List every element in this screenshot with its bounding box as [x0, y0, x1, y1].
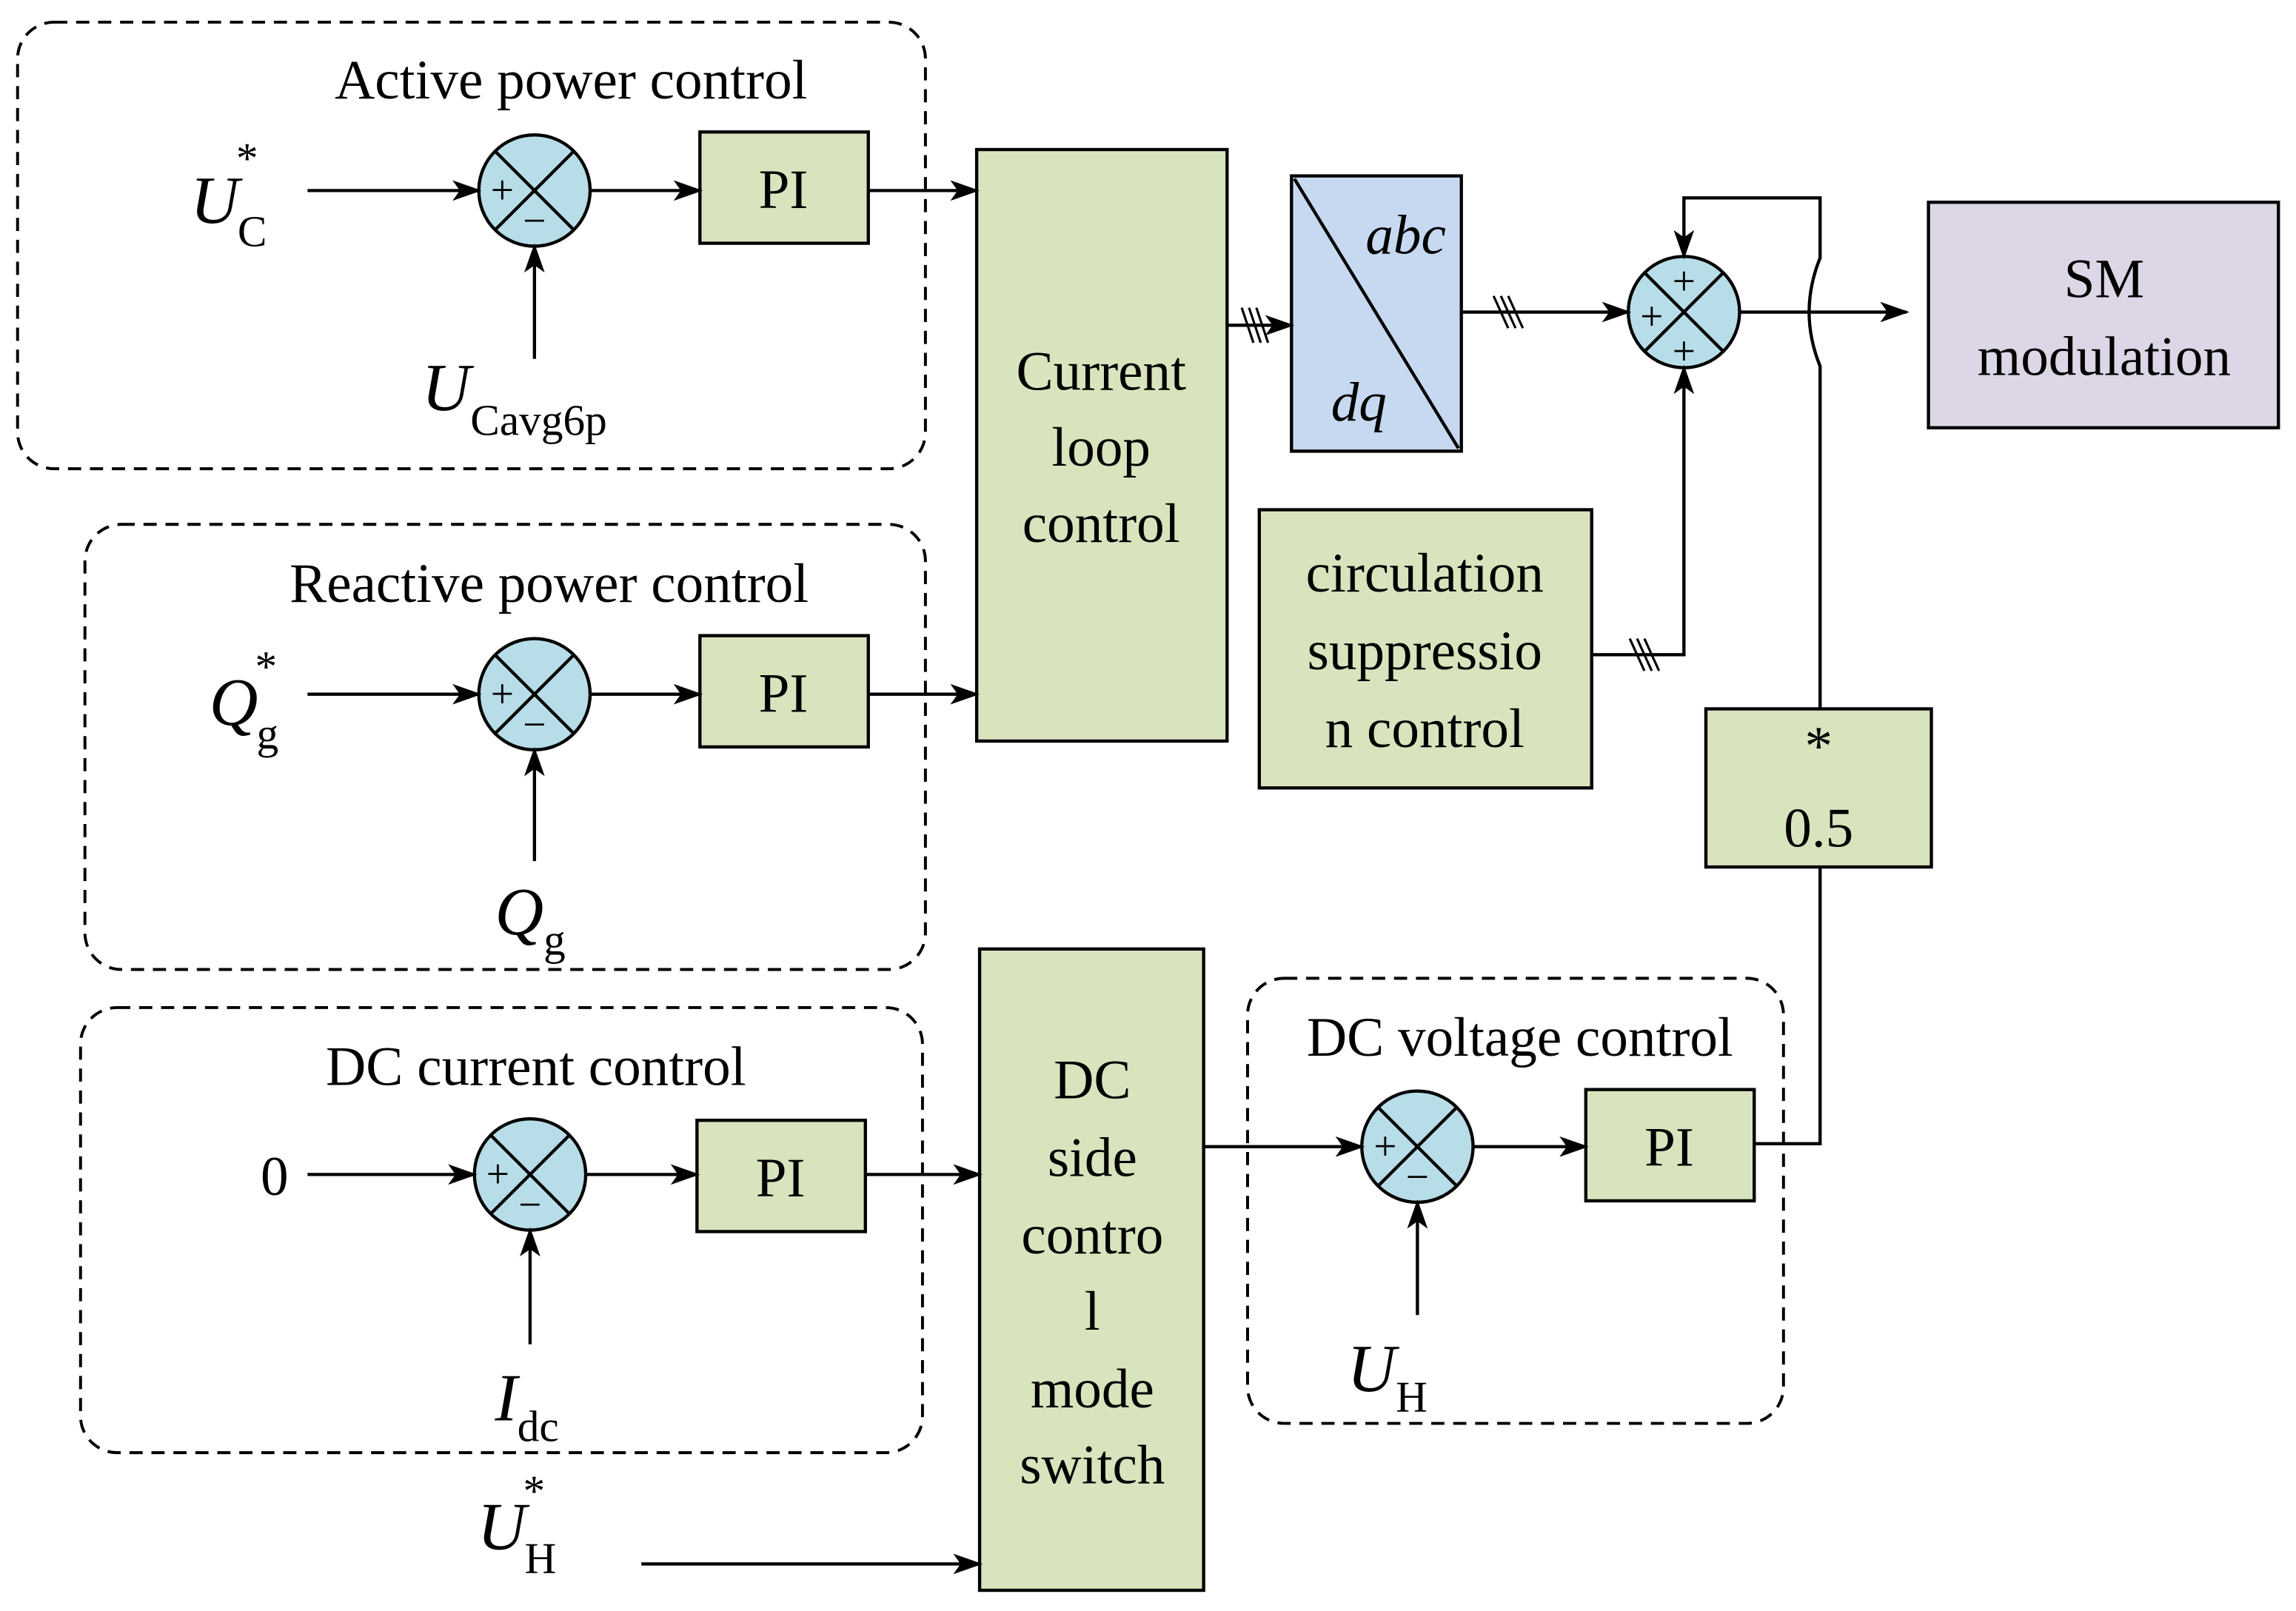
- svg-text:abc: abc: [1365, 204, 1446, 266]
- svg-text:suppressio: suppressio: [1308, 620, 1542, 682]
- pi-block-dc-current: PI: [695, 1119, 867, 1233]
- active-power-group: [16, 20, 927, 471]
- sum-junction-reactive: +−: [479, 639, 590, 750]
- abc-dq-transform-block: abc dq: [1290, 174, 1463, 453]
- svg-text:l: l: [1085, 1281, 1100, 1342]
- svg-text:mode: mode: [1031, 1359, 1154, 1420]
- svg-text:SM: SM: [2064, 249, 2145, 310]
- dc-side-mode-switch-block: DC side contro l mode switch: [977, 947, 1205, 1592]
- pi-block-dc-voltage: PI: [1584, 1088, 1756, 1203]
- svg-text:*: *: [1804, 716, 1833, 777]
- svg-text:DC: DC: [1054, 1050, 1131, 1111]
- svg-text:dq: dq: [1331, 372, 1387, 433]
- uc-ref-label: U*C: [190, 134, 267, 256]
- svg-text:contro: contro: [1021, 1205, 1163, 1266]
- sum-junction-active: +−: [479, 135, 590, 246]
- uc-avg-feedback-label: UCavg6p: [422, 350, 607, 445]
- reactive-power-group: [83, 523, 927, 971]
- idc-feedback-label: Idc: [494, 1361, 558, 1451]
- uh-feedback-label: UH: [1347, 1331, 1428, 1421]
- signal-lines: [307, 180, 1910, 1575]
- svg-text:n control: n control: [1325, 698, 1524, 760]
- svg-text:loop: loop: [1051, 417, 1151, 478]
- svg-text:modulation: modulation: [1978, 326, 2231, 388]
- svg-text:+: +: [1673, 329, 1696, 374]
- dc-voltage-title: DC voltage control: [1307, 1007, 1733, 1068]
- svg-text:0.5: 0.5: [1784, 797, 1853, 859]
- svg-text:circulation: circulation: [1306, 543, 1544, 604]
- reactive-power-title: Reactive power control: [289, 553, 809, 614]
- qg-ref-label: Q*g: [210, 642, 278, 758]
- svg-text:side: side: [1048, 1127, 1137, 1188]
- svg-text:+: +: [486, 1151, 509, 1196]
- svg-text:control: control: [1023, 493, 1180, 555]
- dc-current-group: [78, 1005, 924, 1455]
- active-power-title: Active power control: [335, 50, 807, 111]
- svg-text:+: +: [1640, 293, 1663, 338]
- circulation-suppression-block: circulation suppressio n control: [1257, 508, 1593, 790]
- svg-text:PI: PI: [759, 663, 809, 724]
- current-loop-control-block: Current loop control: [974, 147, 1229, 743]
- sum-junction-output: +++: [1628, 256, 1739, 374]
- uh-ref-label: U*H: [478, 1466, 557, 1582]
- svg-text:−: −: [523, 702, 546, 747]
- svg-text:PI: PI: [759, 159, 809, 221]
- svg-text:+: +: [491, 167, 514, 212]
- sum-junction-dc-voltage: +−: [1362, 1091, 1473, 1202]
- svg-text:PI: PI: [1644, 1117, 1694, 1179]
- zero-ref-label: 0: [261, 1146, 289, 1208]
- svg-text:−: −: [1406, 1154, 1429, 1199]
- dc-voltage-group: [1246, 977, 1785, 1425]
- sum-junction-dc-current: +−: [475, 1119, 586, 1230]
- svg-text:−: −: [518, 1182, 541, 1227]
- gain-block: * 0.5: [1704, 707, 1933, 869]
- qg-feedback-label: Qg: [495, 874, 565, 965]
- pi-block-reactive: PI: [698, 634, 870, 749]
- svg-text:+: +: [1373, 1124, 1396, 1169]
- pi-block-active: PI: [698, 130, 870, 245]
- svg-text:Current: Current: [1016, 341, 1186, 402]
- sm-modulation-block: SM modulation: [1927, 201, 2280, 429]
- svg-text:−: −: [523, 198, 546, 244]
- svg-text:+: +: [491, 671, 514, 716]
- svg-text:switch: switch: [1020, 1435, 1165, 1496]
- svg-text:+: +: [1673, 258, 1696, 304]
- dc-current-title: DC current control: [326, 1036, 746, 1098]
- svg-text:PI: PI: [756, 1148, 806, 1209]
